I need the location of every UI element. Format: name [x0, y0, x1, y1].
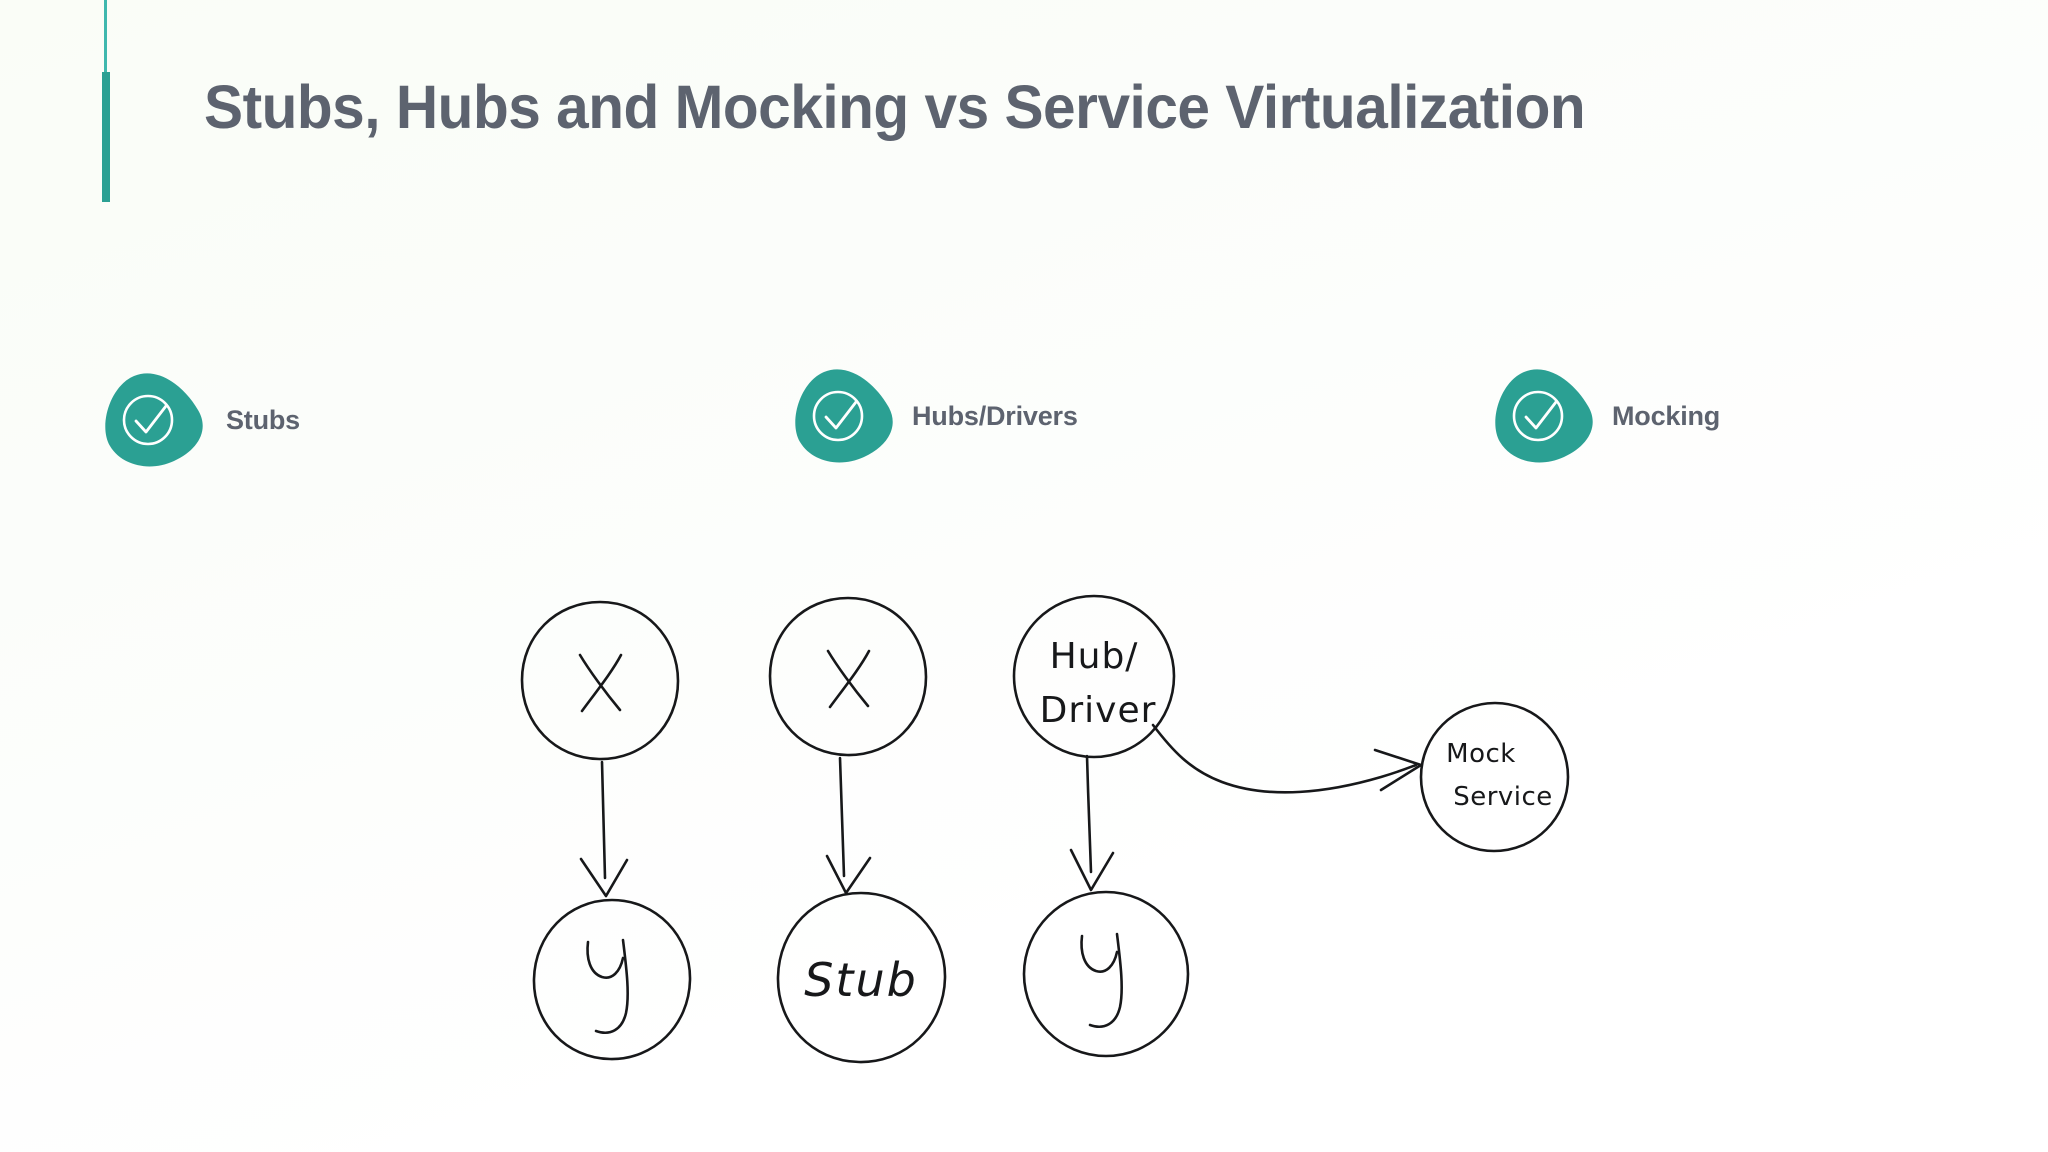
badge-mocking[interactable]: Mocking [1490, 366, 1720, 466]
badge-stubs[interactable]: Stubs [100, 370, 300, 470]
check-circle-icon [790, 366, 900, 466]
badge-hubs-drivers[interactable]: Hubs/Drivers [790, 366, 1078, 466]
check-circle-icon [100, 370, 210, 470]
badge-label: Stubs [226, 404, 301, 435]
badge-label: Hubs/Drivers [912, 400, 1078, 431]
accent-bar-thick [102, 72, 110, 202]
check-circle-icon [1490, 366, 1600, 466]
page-title: Stubs, Hubs and Mocking vs Service Virtu… [204, 73, 1586, 141]
badge-label: Mocking [1612, 400, 1721, 431]
accent-bar-thin [104, 0, 107, 96]
